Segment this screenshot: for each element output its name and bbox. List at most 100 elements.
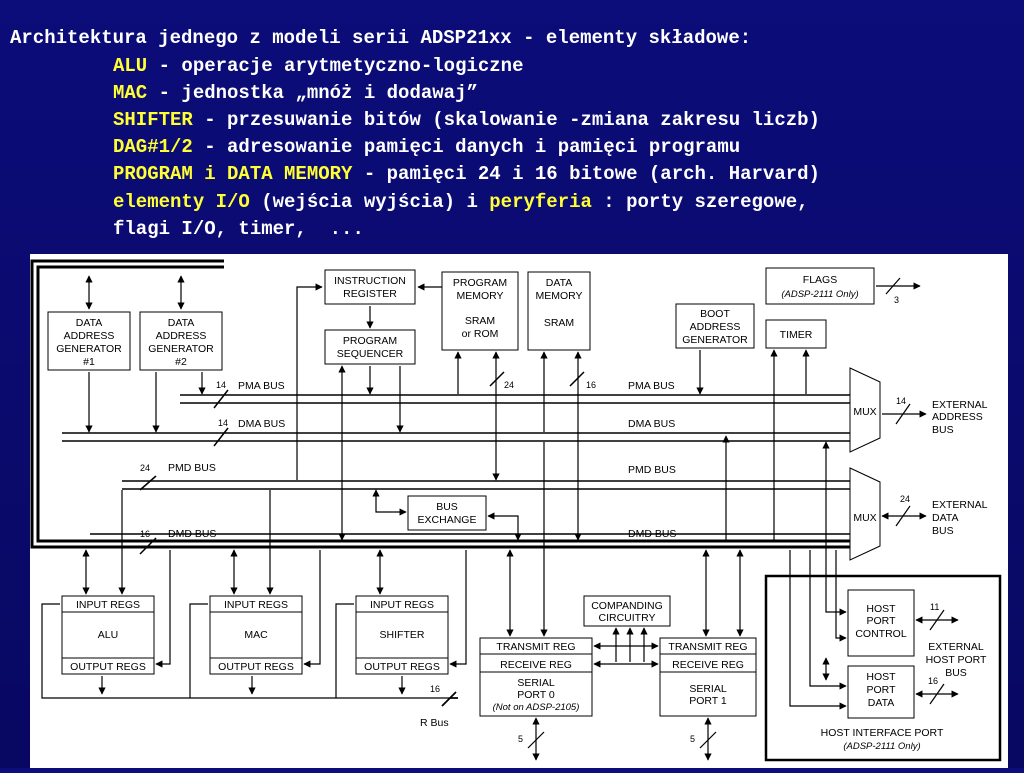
dma-width: 14 — [218, 418, 228, 428]
svg-text:FLAGS: FLAGS — [803, 274, 837, 286]
item-alu: ALU - operacje arytmetyczno-logiczne — [113, 54, 523, 78]
address-mux: MUX — [849, 367, 881, 453]
desc-io-end: : porty szeregowe, — [591, 191, 809, 213]
flags-width: 3 — [894, 295, 899, 305]
svg-text:DATA: DATA — [76, 317, 102, 329]
instruction-register-box: INSTRUCTION REGISTER — [324, 269, 416, 305]
data-memory-box: DATA MEMORY SRAM — [527, 271, 591, 351]
svg-text:INPUT REGS: INPUT REGS — [370, 599, 434, 611]
svg-text:TIMER: TIMER — [780, 329, 813, 341]
svg-text:SERIAL: SERIAL — [517, 677, 555, 689]
svg-text:DATA: DATA — [168, 317, 194, 329]
timer-box: TIMER — [765, 319, 827, 349]
pmd-bus-label-right: PMD BUS — [628, 464, 676, 476]
bus-exchange-arrows — [372, 489, 522, 541]
svg-text:CONTROL: CONTROL — [855, 628, 906, 640]
svg-text:INPUT REGS: INPUT REGS — [224, 599, 288, 611]
svg-text:EXCHANGE: EXCHANGE — [418, 514, 477, 526]
bus-width-ticks — [139, 371, 585, 555]
slide-title: Architektura jednego z modeli serii ADSP… — [10, 27, 752, 49]
svg-text:INPUT REGS: INPUT REGS — [76, 599, 140, 611]
svg-text:PROGRAM: PROGRAM — [453, 277, 507, 289]
svg-text:OUTPUT REGS: OUTPUT REGS — [364, 661, 440, 673]
dma-bus-label: DMA BUS — [238, 418, 285, 430]
svg-text:HOST INTERFACE PORT: HOST INTERFACE PORT — [821, 727, 944, 739]
desc-alu: - operacje arytmetyczno-logiczne — [147, 55, 524, 77]
svg-text:GENERATOR: GENERATOR — [682, 334, 748, 346]
dmd-bus-label-right: DMD BUS — [628, 528, 676, 540]
svg-text:RECEIVE REG: RECEIVE REG — [672, 659, 744, 671]
svg-text:HOST PORT: HOST PORT — [926, 654, 987, 666]
svg-text:(ADSP-2111 Only): (ADSP-2111 Only) — [843, 741, 920, 752]
host-interface-port: HOST PORT CONTROL HOST PORT DATA EXTERNA… — [764, 574, 1002, 762]
pmd-width: 24 — [140, 463, 150, 473]
svg-text:SEQUENCER: SEQUENCER — [337, 348, 404, 360]
svg-text:MUX: MUX — [853, 406, 876, 418]
host-data-width: 16 — [928, 676, 938, 686]
r-bus-label: R Bus — [420, 717, 449, 729]
dag2-box: DATA ADDRESS GENERATOR #2 — [139, 311, 223, 371]
pma-bus-label-right: PMA BUS — [628, 380, 675, 392]
item-memory: PROGRAM i DATA MEMORY - pamięci 24 i 16 … — [113, 162, 820, 186]
memory-arrows — [454, 351, 582, 541]
desc-mac: - jednostka „mnóż i dodawaj” — [147, 82, 478, 104]
svg-text:PORT: PORT — [867, 684, 897, 696]
serial-arrows — [506, 442, 744, 761]
svg-text:SRAM: SRAM — [544, 317, 574, 329]
svg-text:(Not on ADSP-2105): (Not on ADSP-2105) — [493, 702, 580, 713]
term-memory: PROGRAM i DATA MEMORY — [113, 163, 353, 185]
pma-bus-label: PMA BUS — [238, 380, 285, 392]
svg-text:EXTERNAL: EXTERNAL — [932, 399, 988, 411]
dmd-width: 16 — [140, 529, 150, 539]
svg-text:MEMORY: MEMORY — [456, 290, 503, 302]
dmd-bus-label: DMD BUS — [168, 528, 216, 540]
ext-data-width: 24 — [900, 494, 910, 504]
svg-text:GENERATOR: GENERATOR — [56, 343, 122, 355]
item-shifter: SHIFTER - przesuwanie bitów (skalowanie … — [113, 108, 820, 132]
alu-unit: INPUT REGS ALU OUTPUT REGS — [61, 595, 155, 675]
svg-text:RECEIVE REG: RECEIVE REG — [500, 659, 572, 671]
sport0-width: 5 — [518, 734, 523, 744]
dag1-box: DATA ADDRESS GENERATOR #1 — [47, 311, 131, 371]
desc-dag: - adresowanie pamięci danych i pamięci p… — [192, 136, 741, 158]
svg-text:ALU: ALU — [98, 629, 118, 641]
svg-text:BUS: BUS — [932, 525, 954, 537]
svg-text:BUS: BUS — [436, 501, 458, 513]
program-sequencer-box: PROGRAM SEQUENCER — [324, 329, 416, 365]
block-diagram: PMA BUS PMA BUS DMA BUS DMA BUS PMD BUS … — [30, 254, 1008, 768]
svg-text:BOOT: BOOT — [700, 308, 730, 320]
host-arrows — [789, 441, 959, 710]
dag-arrows — [85, 275, 206, 433]
term-shifter: SHIFTER — [113, 109, 193, 131]
term-alu: ALU — [113, 55, 148, 77]
svg-text:INSTRUCTION: INSTRUCTION — [334, 275, 406, 287]
slide-header: Architektura jednego z modeli serii ADSP… — [0, 0, 1024, 252]
svg-text:or ROM: or ROM — [462, 328, 499, 340]
svg-text:GENERATOR: GENERATOR — [148, 343, 214, 355]
desc-io-mid: (wejścia wyjścia) i — [249, 191, 490, 213]
pma-width: 14 — [216, 380, 226, 390]
item-flags-timer: flagi I/O, timer, ... — [113, 218, 364, 240]
ext-addr-width: 14 — [896, 396, 906, 406]
serial-port-0: TRANSMIT REG RECEIVE REG SERIAL PORT 0 (… — [479, 637, 593, 717]
svg-text:HOST: HOST — [866, 671, 896, 683]
serial-port-1: TRANSMIT REG RECEIVE REG SERIAL PORT 1 — [659, 637, 757, 717]
svg-text:COMPANDING: COMPANDING — [591, 600, 663, 612]
svg-text:PORT 1: PORT 1 — [689, 695, 727, 707]
pm-width: 24 — [504, 380, 514, 390]
svg-text:#1: #1 — [83, 356, 95, 368]
svg-text:ADDRESS: ADDRESS — [932, 411, 983, 423]
svg-text:ADDRESS: ADDRESS — [156, 330, 207, 342]
svg-text:MAC: MAC — [244, 629, 268, 641]
svg-text:TRANSMIT REG: TRANSMIT REG — [496, 641, 575, 653]
dma-bus-label-right: DMA BUS — [628, 418, 675, 430]
item-io: elementy I/O (wejścia wyjścia) i peryfer… — [113, 190, 809, 214]
svg-text:DATA: DATA — [868, 697, 894, 709]
mac-unit: INPUT REGS MAC OUTPUT REGS — [209, 595, 303, 675]
flags-box: FLAGS (ADSP-2111 Only) — [765, 267, 875, 305]
bus-exchange-box: BUS EXCHANGE — [407, 495, 487, 531]
compute-arrows — [41, 490, 467, 707]
boot-arrows — [696, 350, 730, 540]
svg-text:SHIFTER: SHIFTER — [380, 629, 425, 641]
svg-text:EXTERNAL: EXTERNAL — [928, 641, 984, 653]
